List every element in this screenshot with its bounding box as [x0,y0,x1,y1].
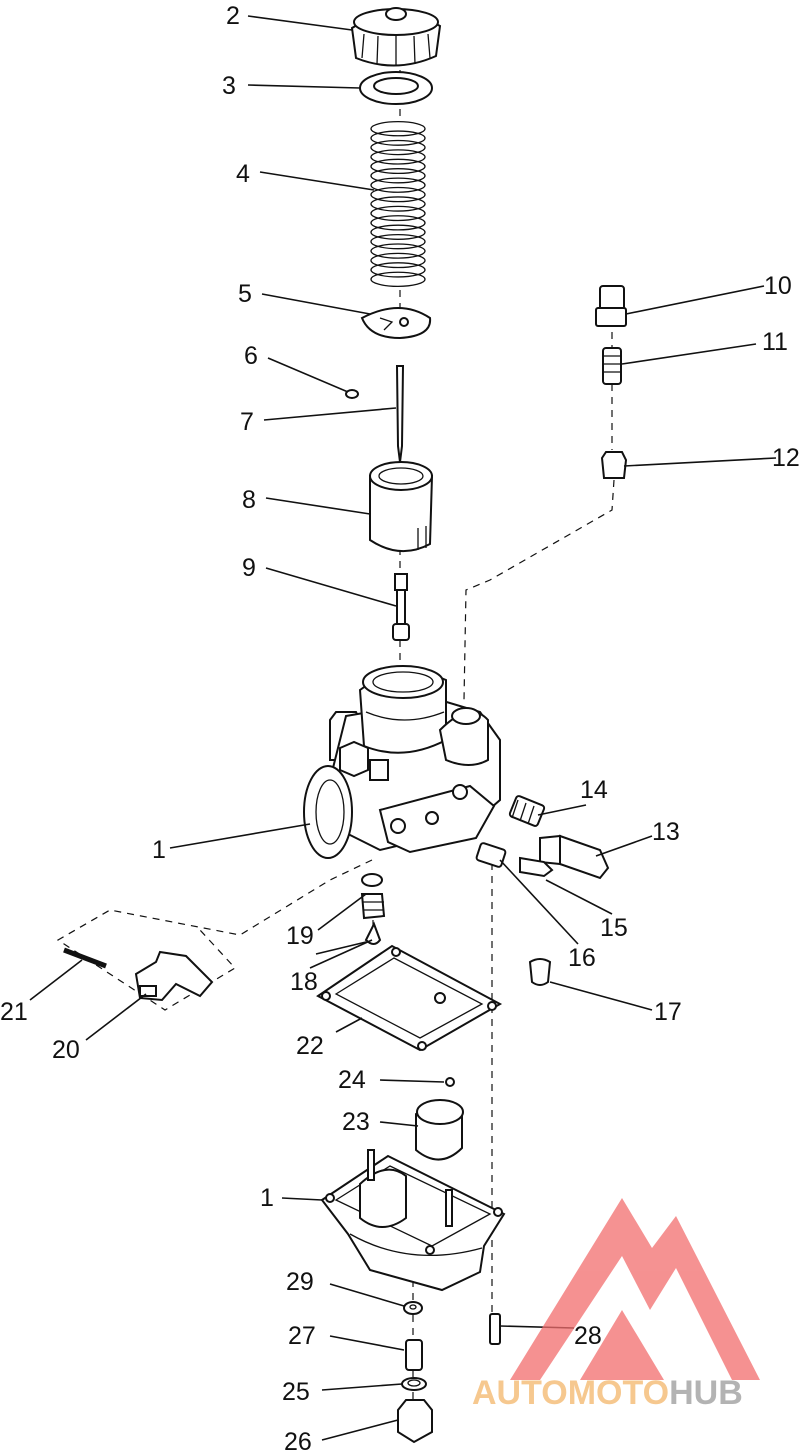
callout-23: 23 [342,1108,370,1136]
spring-coil [370,262,426,278]
gasket-part [316,944,503,1052]
throttle-stop-parts [475,795,610,986]
leader-lines [29,15,777,1441]
callout-18: 18 [290,968,318,996]
drain-parts [397,1301,501,1444]
callout-8: 8 [242,486,256,514]
callout-13: 13 [652,818,680,846]
callout-7: 7 [240,408,254,436]
spring-coil [370,205,426,222]
callout-28: 28 [574,1322,602,1350]
spring-coil [370,139,426,156]
callout-4: 4 [236,160,250,188]
callout-9: 9 [242,554,256,582]
callout-1-top: 1 [152,836,166,864]
spring-coil [370,215,426,231]
float-arm-parts [63,947,214,1002]
callout-16: 16 [568,944,596,972]
callout-20: 20 [52,1036,80,1064]
washer-part [359,71,433,105]
spring-coil [370,168,426,184]
spring-coil [370,177,426,193]
jet-needle-part [395,365,405,463]
spring-seat-part [360,307,432,340]
callout-15: 15 [600,914,628,942]
spring-coil [370,243,426,259]
callout-25: 25 [282,1378,310,1406]
callout-6: 6 [244,342,258,370]
pilot-screw-parts [595,285,628,479]
callout-3: 3 [222,72,236,100]
spring-coil [370,186,426,203]
spring-coil [370,252,426,269]
spring-coil [370,158,426,175]
spring-coil [370,271,426,288]
callout-11: 11 [762,328,788,356]
throttle-valve-part [369,461,434,553]
spring-coil [370,120,426,137]
callout-17: 17 [654,998,682,1026]
float-parts [415,1077,464,1161]
callout-24: 24 [338,1066,366,1094]
callout-19: 19 [286,922,314,950]
spring-coil [370,130,426,146]
callout-22: 22 [296,1032,324,1060]
callout-5: 5 [238,280,252,308]
callout-12: 12 [772,444,800,472]
cap-part [350,7,442,67]
callout-14: 14 [580,776,608,804]
callout-2: 2 [226,2,240,30]
callout-10: 10 [764,272,792,300]
spring-coil [370,196,426,212]
float-bowl-part [320,1149,506,1292]
watermark-triangle-logo [510,1198,760,1380]
watermark-text: AUTOMOTOHUB [472,1374,743,1412]
callout-21: 21 [0,998,28,1026]
callout-27: 27 [288,1322,316,1350]
spring-coil [370,224,426,240]
callout-1-bottom: 1 [260,1184,274,1212]
spring-coil [370,149,426,165]
spring-coil [370,233,426,250]
callout-26: 26 [284,1428,312,1454]
carburetor-body-part [303,665,501,859]
automotohub-watermark: AUTOMOTOHUB [472,1198,760,1412]
callout-29: 29 [286,1268,314,1296]
needle-jet-part [392,573,410,641]
float-valve-parts [360,873,386,945]
spring-part [370,120,426,288]
clip-part [345,389,359,399]
